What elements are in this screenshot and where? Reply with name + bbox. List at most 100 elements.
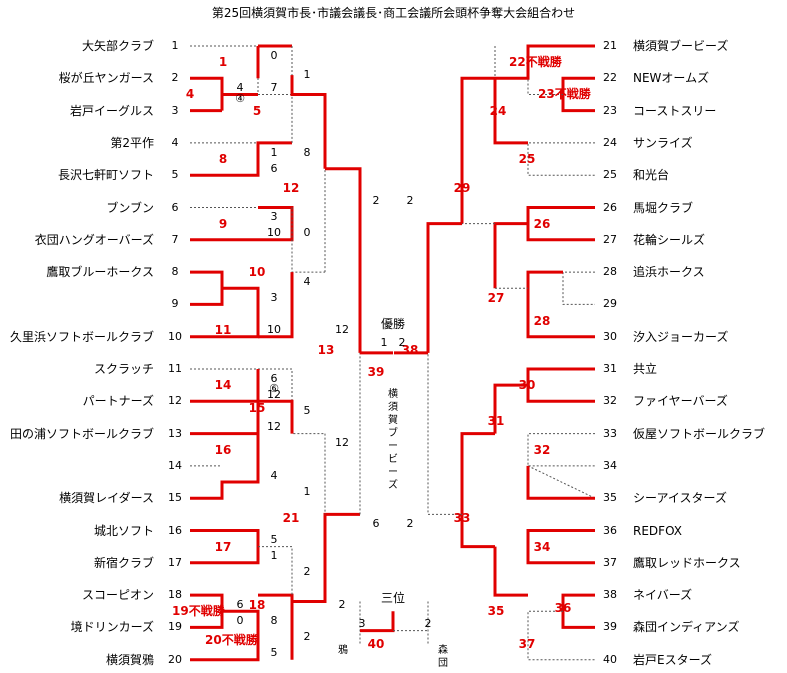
match-score: 12	[267, 420, 281, 434]
match-score: 6	[270, 371, 278, 385]
game-number: 14	[214, 378, 232, 393]
team-name-right: 馬堀クラブ	[633, 200, 694, 215]
winner-line	[460, 432, 495, 515]
team-name-left: 横須賀レイダース	[59, 491, 154, 506]
winner-line	[290, 75, 327, 169]
seed-number: 11	[168, 362, 182, 375]
seed-number: 30	[603, 329, 617, 343]
team-name-right: 花輪シールズ	[633, 232, 706, 247]
game-number: 36	[554, 601, 572, 616]
seed-number: 27	[603, 232, 617, 246]
team-name-left: ブンブン	[106, 200, 154, 215]
game-number: 4	[185, 87, 195, 102]
game-number: 31	[487, 413, 505, 428]
match-score: 6	[236, 597, 244, 611]
team-name-left: スクラッチ	[93, 362, 154, 376]
team-name-right: NEWオームズ	[633, 71, 710, 86]
team-name-left: 鷹取ブルーホークス	[46, 265, 154, 280]
seed-number: 9	[171, 297, 179, 311]
winner-line	[493, 222, 528, 289]
game-number: 32	[533, 442, 551, 457]
winner-line	[190, 141, 292, 177]
seed-number: 18	[168, 588, 182, 602]
match-score: 2	[372, 194, 380, 208]
seed-number: 19	[168, 620, 182, 634]
team-name-left: 田の浦ソフトボールクラブ	[9, 426, 154, 441]
match-score: 1	[270, 549, 278, 563]
seed-number: 4	[171, 135, 179, 149]
winner-line	[426, 222, 462, 353]
page-title: 第25回横須賀市長･市議会議長･商工会議所会頭杯争奪大会組合わせ	[211, 6, 576, 20]
match-score: 3	[270, 210, 278, 224]
team-name-left: 岩戸イーグルス	[69, 103, 154, 118]
team-name-left: 境ドリンカーズ	[70, 620, 154, 635]
seed-number: 22	[603, 71, 617, 85]
winner-line	[325, 167, 362, 353]
third-score-left: 3	[358, 617, 366, 631]
seed-number: 39	[603, 620, 617, 634]
game-number: 11	[214, 323, 232, 338]
game-number: 1	[218, 55, 228, 70]
match-score: 12	[335, 436, 349, 450]
match-score: 2	[338, 597, 346, 611]
seed-number: 33	[603, 426, 617, 440]
winner-line	[493, 546, 528, 597]
team-name-right: シーアイスターズ	[633, 491, 727, 506]
team-name-left: スコーピオン	[81, 588, 154, 603]
match-score: 1	[270, 145, 278, 159]
team-name-right: 仮屋ソフトボールクラブ	[633, 426, 766, 441]
team-name-right: 横須賀ブービーズ	[633, 39, 729, 53]
match-score: 4	[236, 80, 244, 94]
game-number: 27	[487, 290, 505, 305]
seed-number: 8	[171, 265, 179, 279]
match-score: 0	[236, 613, 244, 627]
game-number: 40	[367, 636, 385, 651]
match-score: 8	[303, 145, 311, 159]
game-number: 33	[453, 510, 471, 525]
seed-number: 3	[171, 103, 179, 117]
match-score: 2	[406, 194, 414, 208]
match-score: 4	[270, 468, 278, 482]
seed-number: 20	[168, 652, 182, 666]
final-score-left: 1	[380, 336, 388, 350]
seed-number: 28	[603, 265, 617, 279]
game-number: 20不戦勝	[205, 633, 258, 648]
winner-line	[190, 270, 224, 306]
match-score: 1	[303, 68, 311, 82]
winner-line	[190, 76, 224, 111]
game-number: 5	[252, 103, 262, 118]
game-number: 9	[218, 216, 228, 231]
game-number: 23不戦勝	[538, 87, 591, 102]
winner-line	[258, 272, 294, 339]
game-number: 34	[533, 539, 551, 554]
seed-number: 29	[603, 297, 617, 311]
team-name-left: パートナーズ	[82, 394, 154, 409]
winner-line	[495, 44, 595, 80]
team-name-right: サンライズ	[633, 135, 693, 150]
match-score: 2	[303, 565, 311, 579]
seed-number: 32	[603, 394, 617, 408]
seed-number: 5	[171, 168, 179, 182]
team-name-right: 岩戸Eスターズ	[633, 652, 712, 667]
game-number: 24	[489, 103, 507, 118]
team-name-left: 桜が丘ヤンガース	[58, 71, 154, 86]
winner-line	[493, 78, 528, 145]
game-number: 30	[518, 378, 536, 393]
game-number: 19不戦勝	[172, 604, 225, 619]
bracket-line	[562, 271, 595, 305]
bracket-line	[527, 142, 595, 176]
team-name-right: コーストスリー	[633, 103, 717, 118]
match-score: 5	[303, 403, 311, 417]
team-name-left: 衣団ハングオーバーズ	[34, 232, 154, 247]
winner-line	[526, 465, 595, 500]
team-name-left: 久里浜ソフトボールクラブ	[9, 329, 154, 344]
match-score: 4	[303, 274, 311, 288]
match-score: 3	[270, 290, 278, 304]
seed-number: 6	[171, 200, 179, 214]
game-number: 39	[367, 365, 385, 380]
team-name-right: 森団インディアンズ	[633, 620, 740, 635]
team-name-right: 共立	[633, 362, 658, 376]
match-score: 5	[270, 533, 278, 547]
